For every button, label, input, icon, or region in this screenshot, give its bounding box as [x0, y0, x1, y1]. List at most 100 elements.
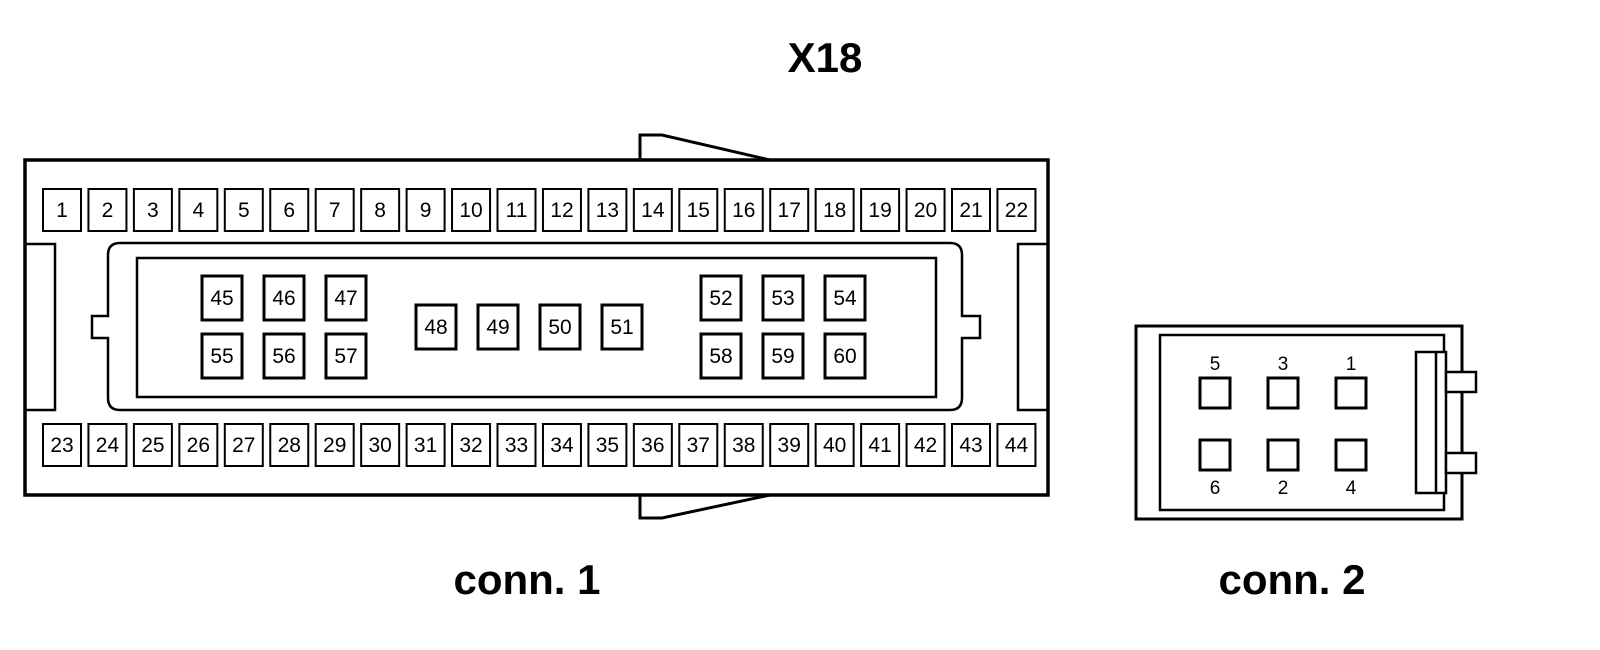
pin-label: 28	[278, 434, 301, 457]
connector-2-caption: conn. 2	[1218, 556, 1365, 603]
pin-label: 16	[732, 199, 755, 222]
pin-55: 55	[200, 332, 244, 380]
pin-14: 14	[632, 188, 673, 232]
pin-33: 33	[496, 423, 537, 467]
pin-1: 1	[42, 188, 82, 232]
pin-13: 13	[587, 188, 628, 232]
pin-40: 40	[814, 423, 855, 467]
pin-box	[761, 332, 805, 380]
connector-1-caption: conn. 1	[453, 556, 600, 603]
c2-pin-5: 5	[1198, 354, 1232, 410]
pin-36: 36	[632, 423, 673, 467]
pin-box	[905, 188, 946, 232]
pin-box	[496, 188, 537, 232]
pin-box	[42, 188, 82, 232]
pin-box	[1266, 438, 1300, 472]
pin-box	[860, 188, 901, 232]
pin-label: 50	[548, 316, 571, 339]
pin-label: 53	[771, 287, 794, 310]
pin-label: 2	[1278, 478, 1289, 499]
c2-pin-4: 4	[1334, 438, 1368, 499]
pin-label: 34	[550, 434, 574, 457]
pin-34: 34	[541, 423, 582, 467]
pin-52: 52	[699, 274, 743, 322]
pin-32: 32	[451, 423, 492, 467]
pin-label: 22	[1005, 199, 1028, 222]
pin-box	[405, 423, 446, 467]
pin-label: 17	[778, 199, 801, 222]
pin-box	[262, 332, 306, 380]
pin-6: 6	[269, 188, 310, 232]
pin-box	[587, 188, 628, 232]
pin-box	[314, 423, 355, 467]
pin-45: 45	[200, 274, 244, 322]
pin-box	[496, 423, 537, 467]
pin-label: 4	[1346, 478, 1357, 499]
pin-37: 37	[678, 423, 719, 467]
pin-box	[823, 332, 867, 380]
pin-box	[600, 303, 644, 351]
pin-box	[451, 188, 492, 232]
pin-42: 42	[905, 423, 946, 467]
pin-box	[541, 423, 582, 467]
connector-2-latch-tab-bottom	[1444, 451, 1478, 475]
pin-box	[632, 188, 673, 232]
pin-8: 8	[360, 188, 401, 232]
pin-label: 7	[329, 199, 341, 222]
pin-label: 1	[56, 199, 68, 222]
pin-label: 18	[823, 199, 846, 222]
pin-label: 58	[709, 345, 732, 368]
pin-box	[723, 423, 764, 467]
pin-label: 20	[914, 199, 937, 222]
pin-56: 56	[262, 332, 306, 380]
inner-cavity-outer	[90, 241, 982, 412]
pin-11: 11	[496, 188, 537, 232]
bottom-latch	[638, 493, 771, 520]
pin-38: 38	[723, 423, 764, 467]
pin-4: 4	[178, 188, 219, 232]
pin-label: 3	[147, 199, 159, 222]
pin-label: 5	[1210, 354, 1221, 375]
pin-label: 49	[486, 316, 509, 339]
pin-label: 43	[959, 434, 982, 457]
pin-box	[1198, 376, 1232, 410]
pin-box	[200, 274, 244, 322]
pin-label: 12	[550, 199, 573, 222]
pin-23: 23	[42, 423, 82, 467]
pin-label: 35	[596, 434, 619, 457]
pin-box	[132, 188, 173, 232]
pin-label: 8	[374, 199, 386, 222]
pin-label: 26	[187, 434, 210, 457]
pin-box	[414, 303, 458, 351]
pin-label: 10	[459, 199, 482, 222]
pin-box	[269, 188, 310, 232]
pin-18: 18	[814, 188, 855, 232]
pin-15: 15	[678, 188, 719, 232]
pin-27: 27	[223, 423, 264, 467]
pin-30: 30	[360, 423, 401, 467]
pin-label: 11	[506, 199, 528, 222]
pin-label: 42	[914, 434, 937, 457]
pin-label: 14	[641, 199, 665, 222]
pin-label: 23	[50, 434, 73, 457]
pin-box	[761, 274, 805, 322]
pin-29: 29	[314, 423, 355, 467]
pin-label: 51	[610, 316, 633, 339]
c2-pin-3: 3	[1266, 354, 1300, 410]
pin-10: 10	[451, 188, 492, 232]
pin-label: 5	[238, 199, 250, 222]
pin-label: 33	[505, 434, 528, 457]
right-side-slot	[1016, 242, 1050, 412]
pin-box	[538, 303, 582, 351]
pin-label: 6	[1210, 478, 1221, 499]
pin-box	[87, 423, 128, 467]
pin-25: 25	[132, 423, 173, 467]
pin-24: 24	[87, 423, 128, 467]
pin-26: 26	[178, 423, 219, 467]
pin-17: 17	[769, 188, 810, 232]
pin-16: 16	[723, 188, 764, 232]
pin-box	[360, 423, 401, 467]
pin-label: 30	[368, 434, 391, 457]
